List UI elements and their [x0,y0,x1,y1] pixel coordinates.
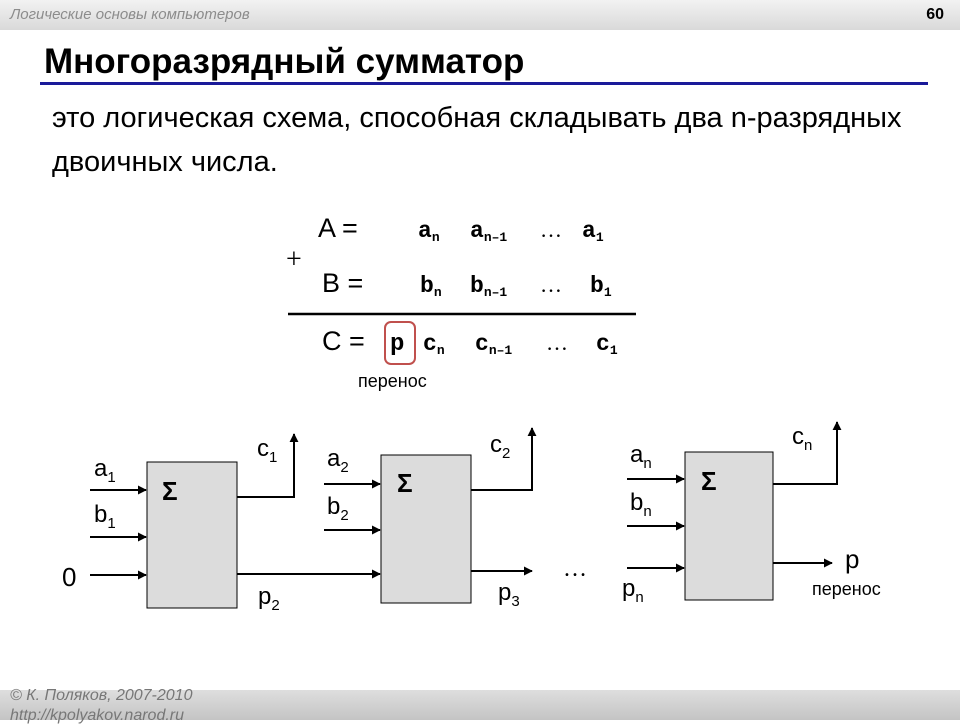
svg-text:bn: bn [420,273,442,300]
input-an-label: an [630,441,652,472]
output-c1-label: c1 [257,435,277,466]
ellipsis: … [563,556,587,582]
output-c2-label: c2 [490,431,510,462]
svg-text:c1: c1 [596,331,618,358]
svg-text:a1: a1 [582,218,604,245]
addition-formula: + A = an an–1 … a1 B = bn bn–1 … b1 C = … [286,213,636,391]
page-number: 60 [926,6,944,23]
adder-n: Σ an bn pn cn p перенос [622,421,881,606]
footer: © К. Поляков, 2007-2010 http://kpolyakov… [10,686,192,726]
arrow-cn [773,421,842,485]
final-carry-label: перенос [812,579,881,599]
number-b-digits: bn bn–1 … b1 [420,272,612,300]
plus-sign: + [286,244,302,275]
arrow-c2 [471,427,537,491]
arrow-c1 [237,433,299,498]
adder-n-block [684,451,774,601]
carry-label: перенос [358,371,427,391]
adder-2: Σ a2 b2 c2 p3 [324,427,537,610]
bottom-bar [0,690,960,720]
carry-p: p [390,331,404,358]
svg-text:…: … [540,217,562,242]
carry-highlight-box [384,321,416,365]
input-b1-label: b1 [94,501,116,532]
input-a1-label: a1 [94,455,116,486]
svg-text:cn: cn [423,331,445,358]
definition-text: это логическая схема, способная складыва… [52,102,902,178]
footer-url[interactable]: http://kpolyakov.narod.ru [10,707,185,724]
output-cn-label: cn [792,423,812,454]
input-bn-label: bn [630,489,652,520]
input-zero-label: 0 [62,562,76,592]
number-c-digits: cn cn–1 … c1 [423,330,618,358]
number-c-label: C = [322,326,365,356]
svg-text:an–1: an–1 [470,218,507,245]
footer-copyright: © К. Поляков, 2007-2010 [10,687,193,704]
final-carry-p: p [845,544,859,574]
svg-text:…: … [540,272,562,297]
adder-1-block [146,461,238,609]
carry-pn-label: pn [622,575,644,606]
svg-text:b1: b1 [590,273,612,300]
number-a-label: A = [318,213,358,243]
svg-text:bn–1: bn–1 [470,273,507,300]
carry-p2-label: p2 [258,583,280,614]
sigma-symbol: Σ [701,466,717,496]
slide-title: Многоразрядный сумматор [44,42,525,81]
svg-text:an: an [418,218,440,245]
input-a2-label: a2 [327,445,349,476]
adder-1: Σ a1 b1 0 c1 p2 [62,433,381,614]
svg-text:…: … [546,330,568,355]
number-a-digits: an an–1 … a1 [418,217,604,245]
course-title: Логические основы компьютеров [10,6,250,23]
carry-p3-label: p3 [498,579,520,610]
sigma-symbol: Σ [162,476,178,506]
svg-text:cn–1: cn–1 [475,331,512,358]
input-b2-label: b2 [327,493,349,524]
top-bar [0,0,960,30]
sigma-symbol: Σ [397,468,413,498]
title-underline [40,82,928,85]
number-b-label: B = [322,268,363,298]
adder-2-block [380,454,472,604]
